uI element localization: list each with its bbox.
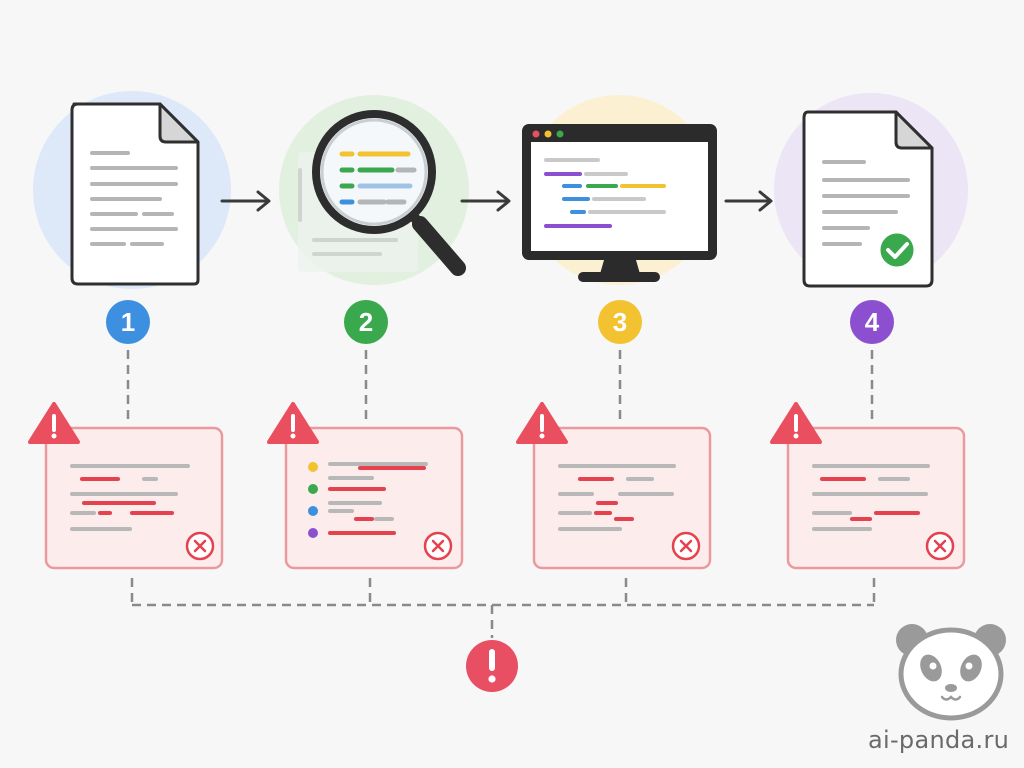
error-card-4 [770,402,966,570]
error-card-1 [28,402,224,570]
step-2-number: 2 [359,307,373,337]
step-4-number: 4 [865,307,880,337]
magnifier-icon [298,110,466,276]
flow-arrow-1 [220,190,271,212]
step-4-badge: 4 [850,300,894,344]
close-circle-icon [423,531,453,561]
warning-triangle-icon [28,402,80,444]
flow-arrow-3 [724,190,773,212]
error-card-3 [516,402,712,570]
close-circle-icon [925,531,955,561]
warning-triangle-icon [516,402,568,444]
step-3-number: 3 [613,307,627,337]
flow-arrow-2 [460,190,511,212]
dashed-connectors [126,350,876,638]
verified-document-icon [802,110,934,288]
panda-logo [896,624,1006,721]
monitor-code-icon [522,124,717,282]
exclamation-circle-icon [466,640,518,692]
step-1-badge: 1 [106,300,150,344]
watermark-text: ai-panda.ru [868,726,1010,754]
step-1-number: 1 [121,307,135,337]
step-3-badge: 3 [598,300,642,344]
error-card-2 [267,402,464,570]
warning-triangle-icon [267,402,319,444]
warning-triangle-icon [770,402,822,444]
close-circle-icon [185,531,215,561]
step-2-badge: 2 [344,300,388,344]
document-icon [70,102,200,286]
close-circle-icon [671,531,701,561]
